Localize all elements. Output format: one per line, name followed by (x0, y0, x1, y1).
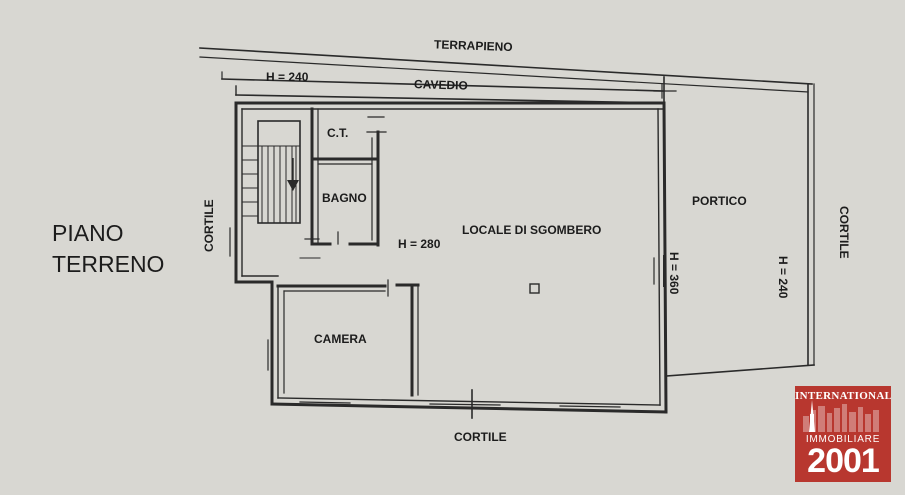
wall-openings (229, 227, 665, 419)
terrapieno-boundary (199, 47, 813, 93)
floor-drain-marker (529, 283, 540, 294)
plan-title-line2: TERRENO (52, 251, 164, 277)
label-portico: PORTICO (692, 194, 747, 208)
logo-line-2001: 2001 (807, 442, 880, 480)
label-terrapieno: TERRAPIENO (434, 37, 513, 54)
stair-direction-arrow (287, 158, 299, 191)
label-height-locale: H = 280 (398, 237, 441, 251)
logo-line-immobiliare: IMMOBILIARE (805, 434, 881, 445)
staircase (241, 120, 301, 224)
label-cortile-right: CORTILE (837, 206, 851, 259)
label-ct: C.T. (327, 126, 348, 140)
agency-logo: INTERNATIONAL IMMOBILIARE 2001 (795, 386, 891, 482)
skyline-icon (803, 400, 879, 432)
label-bagno: BAGNO (322, 191, 367, 205)
label-height-portico: H = 240 (776, 256, 790, 299)
label-cavedio: CAVEDIO (414, 77, 468, 92)
plan-title-line1: PIANO (52, 220, 124, 246)
label-cortile-left: CORTILE (202, 199, 216, 252)
outer-walls (234, 101, 668, 414)
camera-room-walls (276, 257, 420, 397)
label-camera: CAMERA (314, 332, 367, 346)
service-rooms-walls (304, 107, 387, 247)
portico-outline (663, 76, 815, 377)
label-height-top: H = 240 (266, 70, 309, 84)
label-cortile-bottom: CORTILE (454, 430, 507, 444)
label-height-portico-inner: H = 360 (667, 252, 681, 295)
logo-line-international: INTERNATIONAL (795, 390, 891, 402)
label-locale-di-sgombero: LOCALE DI SGOMBERO (462, 223, 601, 237)
